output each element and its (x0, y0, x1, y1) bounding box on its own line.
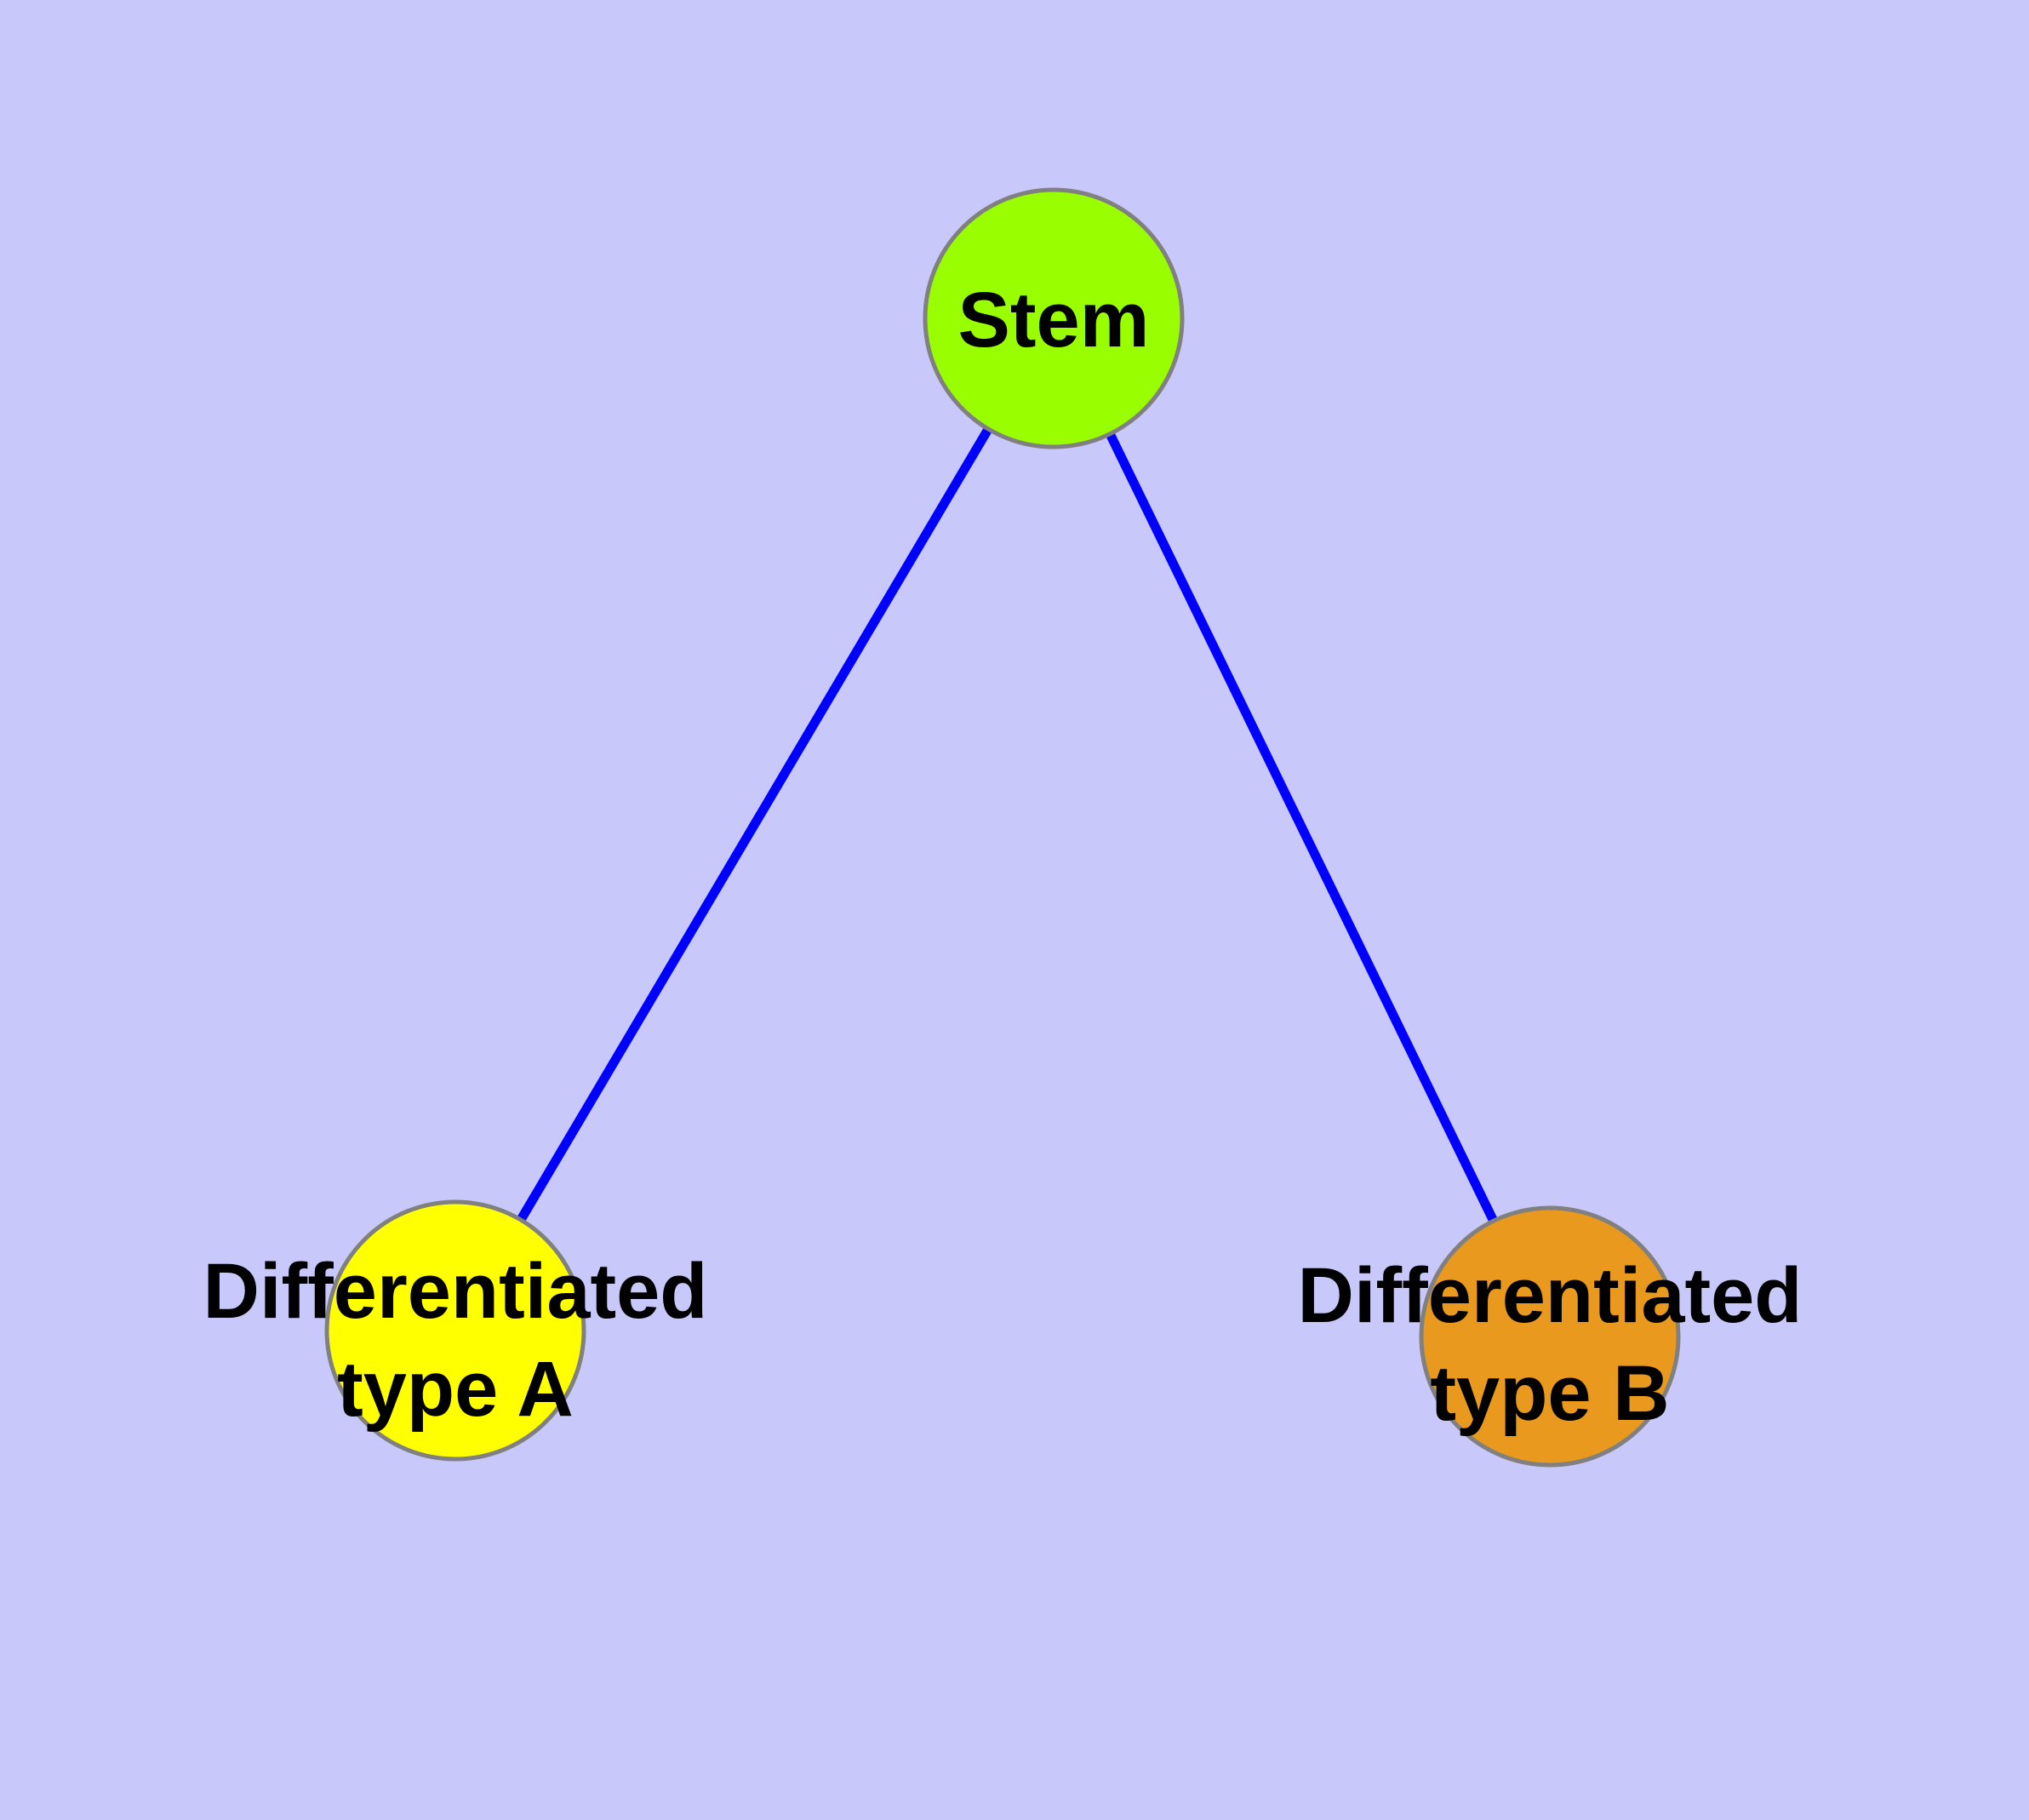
node-type-b-label-line1: Differentiated (1298, 1252, 1803, 1339)
node-type-b (1419, 1205, 1681, 1468)
node-stem-label: Stem (958, 277, 1150, 363)
edge-stem-to-type-b (1049, 316, 1554, 1339)
node-type-a (324, 1199, 586, 1462)
node-type-b-label-line2: type B (1430, 1350, 1669, 1437)
node-type-a-label-line1: Differentiated (203, 1248, 708, 1335)
edge-stem-to-type-a (451, 316, 1058, 1333)
node-type-a-label-line2: type A (337, 1346, 574, 1433)
node-stem (923, 187, 1185, 449)
